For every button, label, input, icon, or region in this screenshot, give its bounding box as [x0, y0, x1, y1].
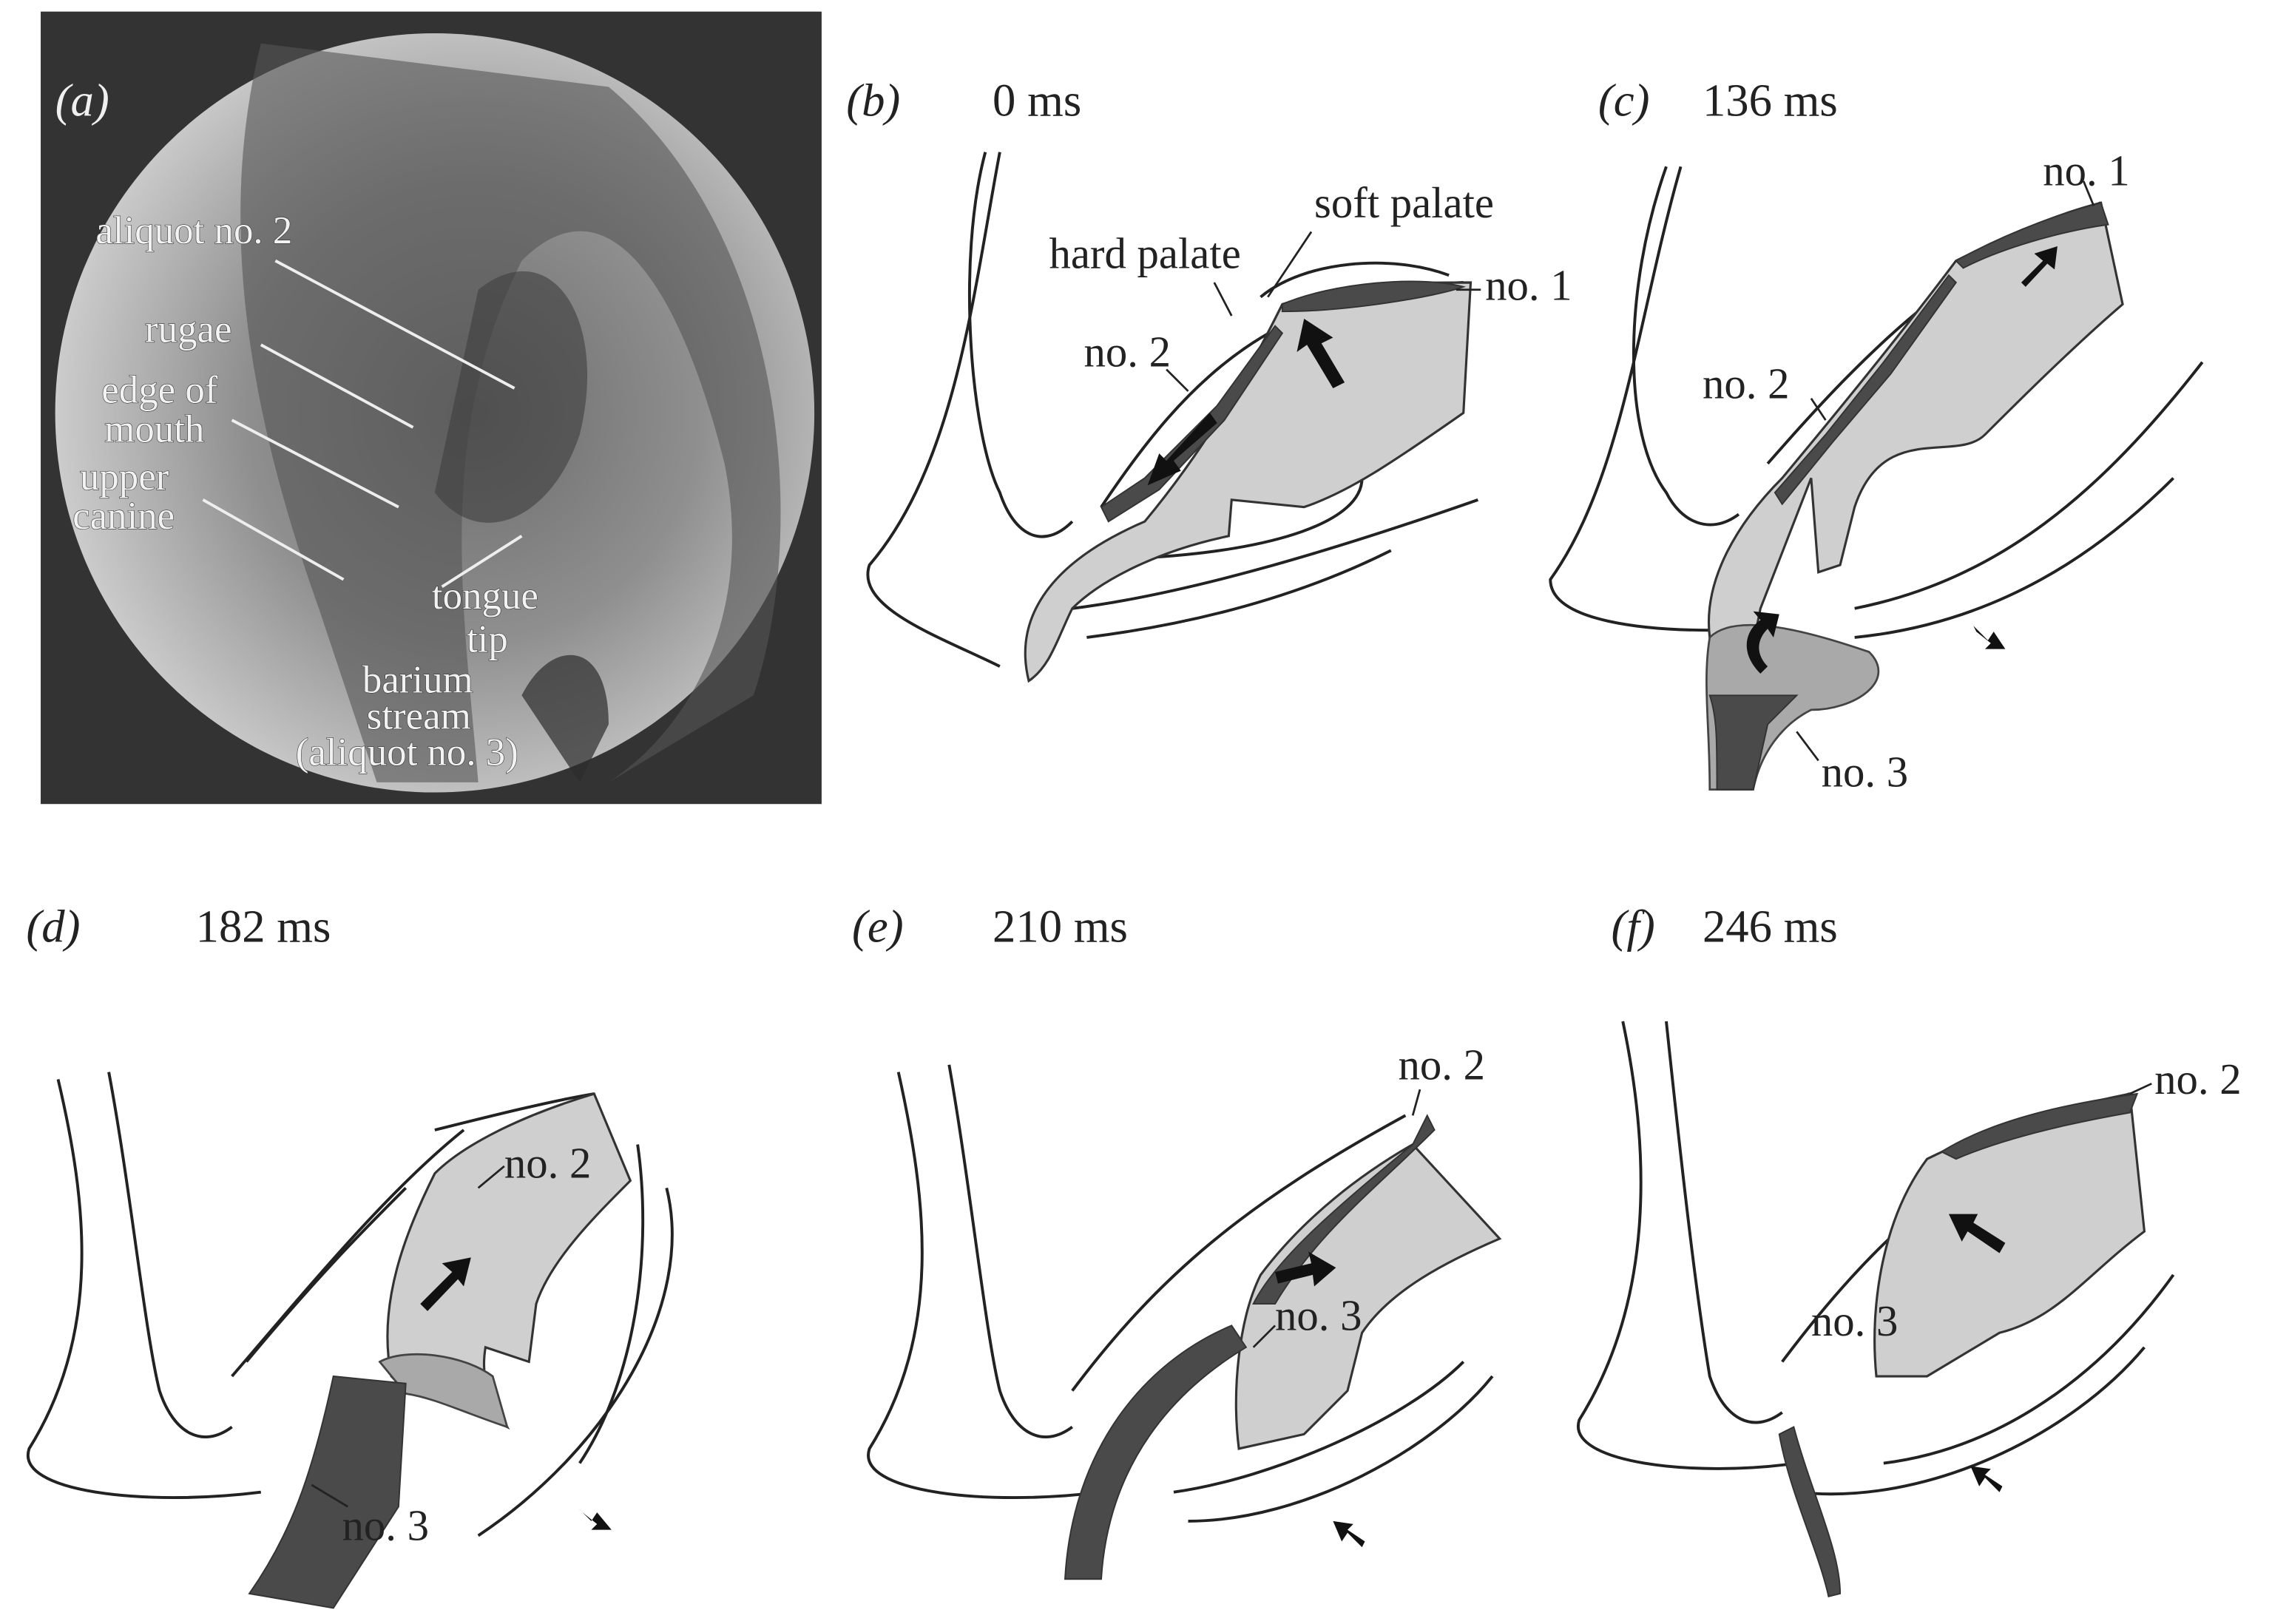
xray-leader-lines — [202, 259, 523, 589]
panel-d-time: 182 ms — [196, 900, 331, 952]
panel-b-label: (b) — [846, 75, 900, 126]
label-hard-palate: hard palate — [1049, 229, 1240, 277]
xray-label-barium: barium — [362, 658, 473, 701]
label-soft-palate: soft palate — [1314, 179, 1494, 227]
arrow-icon — [1333, 1520, 1365, 1548]
label-no-3: no. 3 — [1275, 1291, 1362, 1339]
arrow-icon — [1746, 611, 1779, 674]
label-no-1: no. 1 — [2043, 147, 2129, 195]
xray-label-aliquot-3: (aliquot no. 3) — [296, 731, 518, 774]
arrow-icon — [1275, 1251, 1336, 1287]
xray-label-upper: upper — [80, 456, 169, 498]
arrow-icon — [1948, 1214, 2006, 1253]
arrow-icon — [2021, 246, 2058, 287]
xray-label-canine: canine — [72, 495, 175, 538]
panel-e-time: 210 ms — [993, 900, 1128, 952]
label-no-1: no. 1 — [1485, 262, 1572, 310]
label-no-2: no. 2 — [1399, 1041, 1485, 1089]
arrow-icon — [1296, 318, 1345, 389]
panel-f-time: 246 ms — [1703, 900, 1838, 952]
label-no-2: no. 2 — [1703, 360, 1790, 408]
xray-label-stream: stream — [367, 694, 471, 737]
panel-d: (d) 182 ms no. 2 no. 3 — [26, 900, 674, 1609]
label-no-2: no. 2 — [2154, 1055, 2241, 1103]
label-no-3: no. 3 — [1822, 748, 1908, 796]
label-no-2: no. 2 — [504, 1140, 592, 1188]
panel-a-xray: (a) aliquot no. 2 rugae edge of mouth up… — [41, 11, 822, 805]
xray-label-tip: tip — [467, 618, 508, 661]
xray-label-rugae: rugae — [145, 308, 231, 351]
xray-label-aliquot-2: aliquot no. 2 — [95, 209, 292, 252]
panel-c: (c) 136 ms no. 1 no. 2 no. 3 — [1549, 75, 2204, 796]
label-no-3: no. 3 — [1811, 1297, 1899, 1345]
panel-c-time: 136 ms — [1703, 75, 1838, 126]
arrow-icon — [1147, 413, 1217, 486]
panel-e: (e) 210 ms no. 2 no. 3 — [852, 900, 1502, 1580]
arrow-icon — [576, 1506, 612, 1530]
panel-e-label: (e) — [852, 900, 904, 952]
panel-f-label: (f) — [1612, 900, 1655, 952]
panel-d-label: (d) — [26, 900, 80, 952]
panel-a-label: (a) — [55, 75, 109, 126]
xray-label-mouth: mouth — [104, 407, 204, 450]
xray-label-edge-of: edge of — [101, 369, 217, 412]
arrow-icon — [420, 1257, 471, 1311]
panel-b-time: 0 ms — [993, 75, 1081, 126]
panel-b: (b) 0 ms soft palate hard palate no. 1 n… — [846, 75, 1572, 683]
label-no-2: no. 2 — [1083, 328, 1171, 376]
label-no-3: no. 3 — [342, 1501, 428, 1549]
panel-f: (f) 246 ms no. 2 no. 3 — [1577, 900, 2242, 1597]
arrow-icon — [1973, 626, 2006, 649]
arrow-icon — [1970, 1466, 2003, 1492]
xray-label-tongue: tongue — [432, 575, 538, 618]
panel-c-label: (c) — [1598, 75, 1650, 126]
